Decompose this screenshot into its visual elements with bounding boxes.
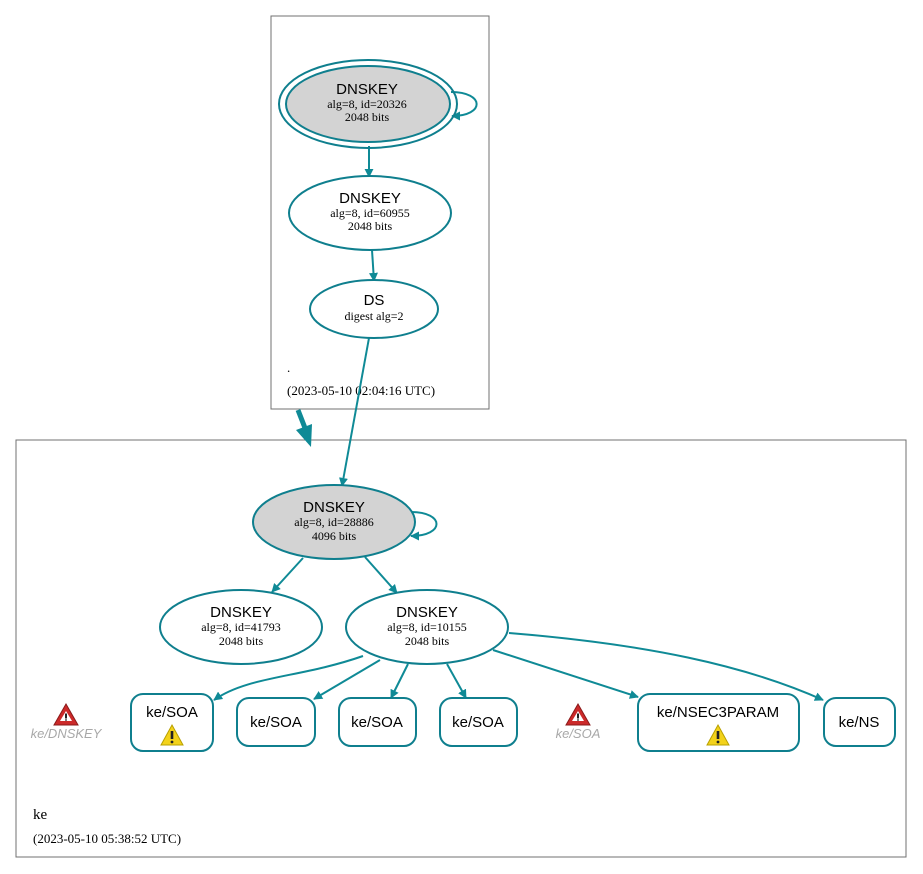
ke-zone: ke (2023-05-10 05:38:52 UTC) <box>15 439 907 858</box>
rrset-label: ke/NS <box>839 714 880 731</box>
error-triangle-icon <box>53 703 79 726</box>
edge-10155-to-soa-4 <box>446 663 467 699</box>
node-line1: alg=8, id=20326 <box>327 97 407 111</box>
root-zone-border <box>270 15 490 410</box>
rrset-soa-2[interactable]: ke/SOA <box>236 697 316 747</box>
rrset-label: ke/SOA <box>250 714 302 731</box>
rrset-ns[interactable]: ke/NS <box>823 697 896 747</box>
node-line1: alg=8, id=10155 <box>387 620 467 634</box>
rrset-nsec3param[interactable]: ke/NSEC3PARAM <box>637 693 800 752</box>
ke-zone-name: ke <box>33 807 48 823</box>
ke-ksk-node[interactable]: DNSKEY alg=8, id=28886 4096 bits <box>252 484 416 560</box>
root-ksk-node[interactable]: DNSKEY alg=8, id=20326 2048 bits <box>278 59 458 149</box>
edge-10155-to-ns <box>508 632 824 701</box>
root-zsk-node[interactable]: DNSKEY alg=8, id=60955 2048 bits <box>288 175 452 251</box>
edge-10155-to-soa-2 <box>313 659 381 700</box>
edge-root-zsk-to-ds <box>368 249 378 282</box>
edge-ke-ksk-self <box>410 511 438 541</box>
node-title: DNSKEY <box>303 499 365 516</box>
edge-10155-to-soa-3 <box>390 663 409 699</box>
node-line1: digest alg=2 <box>344 309 403 323</box>
ke-dnskey-10155-node[interactable]: DNSKEY alg=8, id=10155 2048 bits <box>345 589 509 665</box>
node-title: DNSKEY <box>210 604 272 621</box>
node-title: DNSKEY <box>396 604 458 621</box>
edge-root-ksk-self <box>450 91 478 121</box>
root-zone-timestamp: (2023-05-10 02:04:16 UTC) <box>287 383 435 398</box>
rrset-soa-4[interactable]: ke/SOA <box>439 697 518 747</box>
edge-ke-ksk-to-10155 <box>364 556 398 594</box>
node-line1: alg=8, id=41793 <box>201 620 281 634</box>
ke-zone-border <box>15 439 907 858</box>
ke-dnskey-41793-node[interactable]: DNSKEY alg=8, id=41793 2048 bits <box>159 589 323 665</box>
error-ke-soa[interactable]: ke/SOA <box>556 703 601 741</box>
rrset-label: ke/SOA <box>351 714 403 731</box>
node-title: DNSKEY <box>336 81 398 98</box>
node-line1: alg=8, id=60955 <box>330 206 410 220</box>
error-label: ke/DNSKEY <box>31 726 103 741</box>
root-zone: . (2023-05-10 02:04:16 UTC) <box>270 15 490 410</box>
node-title: DNSKEY <box>339 190 401 207</box>
edge-ds-to-ke-ksk <box>339 337 370 487</box>
edge-10155-to-nsec3param <box>492 649 639 699</box>
node-line2: 2048 bits <box>405 634 450 648</box>
rrset-soa-1[interactable]: ke/SOA <box>130 693 214 752</box>
rrset-label: ke/SOA <box>452 714 504 731</box>
error-label: ke/SOA <box>556 726 601 741</box>
node-line2: 4096 bits <box>312 529 357 543</box>
edge-10155-to-soa-1 <box>213 655 364 701</box>
rrset-label: ke/SOA <box>146 704 198 721</box>
error-ke-dnskey[interactable]: ke/DNSKEY <box>31 703 103 741</box>
node-title: DS <box>364 292 385 309</box>
rrset-label: ke/NSEC3PARAM <box>657 704 779 721</box>
root-zone-name: . <box>287 360 290 375</box>
error-triangle-icon <box>565 703 591 726</box>
node-line1: alg=8, id=28886 <box>294 515 374 529</box>
edge-ke-ksk-to-41793 <box>271 557 304 593</box>
node-line2: 2048 bits <box>219 634 264 648</box>
delegation-arrowhead <box>296 424 312 447</box>
node-line2: 2048 bits <box>345 110 390 124</box>
root-ds-node[interactable]: DS digest alg=2 <box>309 279 439 339</box>
node-line2: 2048 bits <box>348 219 393 233</box>
delegation-edge <box>295 409 308 429</box>
ke-zone-timestamp: (2023-05-10 05:38:52 UTC) <box>33 831 181 846</box>
rrset-soa-3[interactable]: ke/SOA <box>338 697 417 747</box>
